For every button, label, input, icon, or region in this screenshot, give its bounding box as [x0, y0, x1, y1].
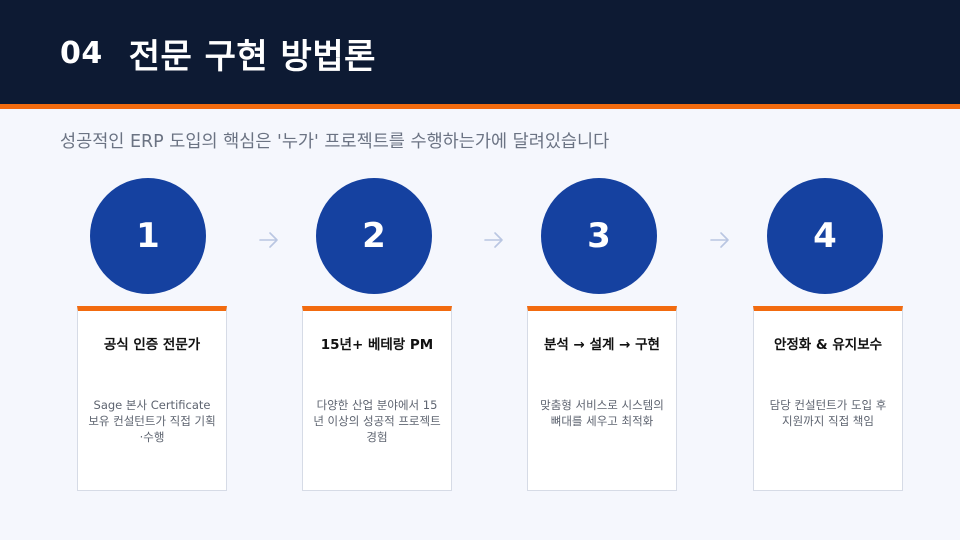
- section-title: 전문 구현 방법론: [128, 36, 376, 77]
- step-3-description: 맞춤형 서비스로 시스템의 뼈대를 세우고 최적화: [540, 398, 664, 429]
- step-1-card: 공식 인증 전문가 Sage 본사 Certificate 보유 컨설턴트가 직…: [77, 306, 227, 491]
- header-bar: [0, 0, 960, 104]
- arrow-right-icon: [484, 232, 503, 248]
- step-4-circle: 4: [767, 178, 883, 294]
- arrow-right-icon: [710, 232, 729, 248]
- step-1-circle: 1: [90, 178, 206, 294]
- step-3-circle: 3: [541, 178, 657, 294]
- step-2-title: 15년+ 베테랑 PM: [320, 336, 434, 353]
- step-2-card: 15년+ 베테랑 PM 다양한 산업 분야에서 15년 이상의 성공적 프로젝트…: [302, 306, 452, 491]
- header-accent-line: [0, 104, 960, 109]
- section-number: 04: [60, 35, 103, 71]
- step-2-circle: 2: [316, 178, 432, 294]
- page-subtitle: 성공적인 ERP 도입의 핵심은 '누가' 프로젝트를 수행하는가에 달려있습니…: [60, 132, 610, 152]
- step-3-card: 분석 → 설계 → 구현 맞춤형 서비스로 시스템의 뼈대를 세우고 최적화: [527, 306, 677, 491]
- page-title: 04 전문 구현 방법론: [60, 30, 376, 77]
- step-4-title: 안정화 & 유지보수: [773, 336, 883, 353]
- step-4-description: 담당 컨설턴트가 도입 후 지원까지 직접 책임: [769, 398, 887, 429]
- step-1-description: Sage 본사 Certificate 보유 컨설턴트가 직접 기획·수행: [88, 398, 216, 445]
- step-1-title: 공식 인증 전문가: [103, 336, 201, 353]
- step-4-card: 안정화 & 유지보수 담당 컨설턴트가 도입 후 지원까지 직접 책임: [753, 306, 903, 491]
- step-3-title: 분석 → 설계 → 구현: [544, 336, 660, 353]
- arrow-right-icon: [259, 232, 278, 248]
- step-2-description: 다양한 산업 분야에서 15년 이상의 성공적 프로젝트 경험: [313, 398, 441, 445]
